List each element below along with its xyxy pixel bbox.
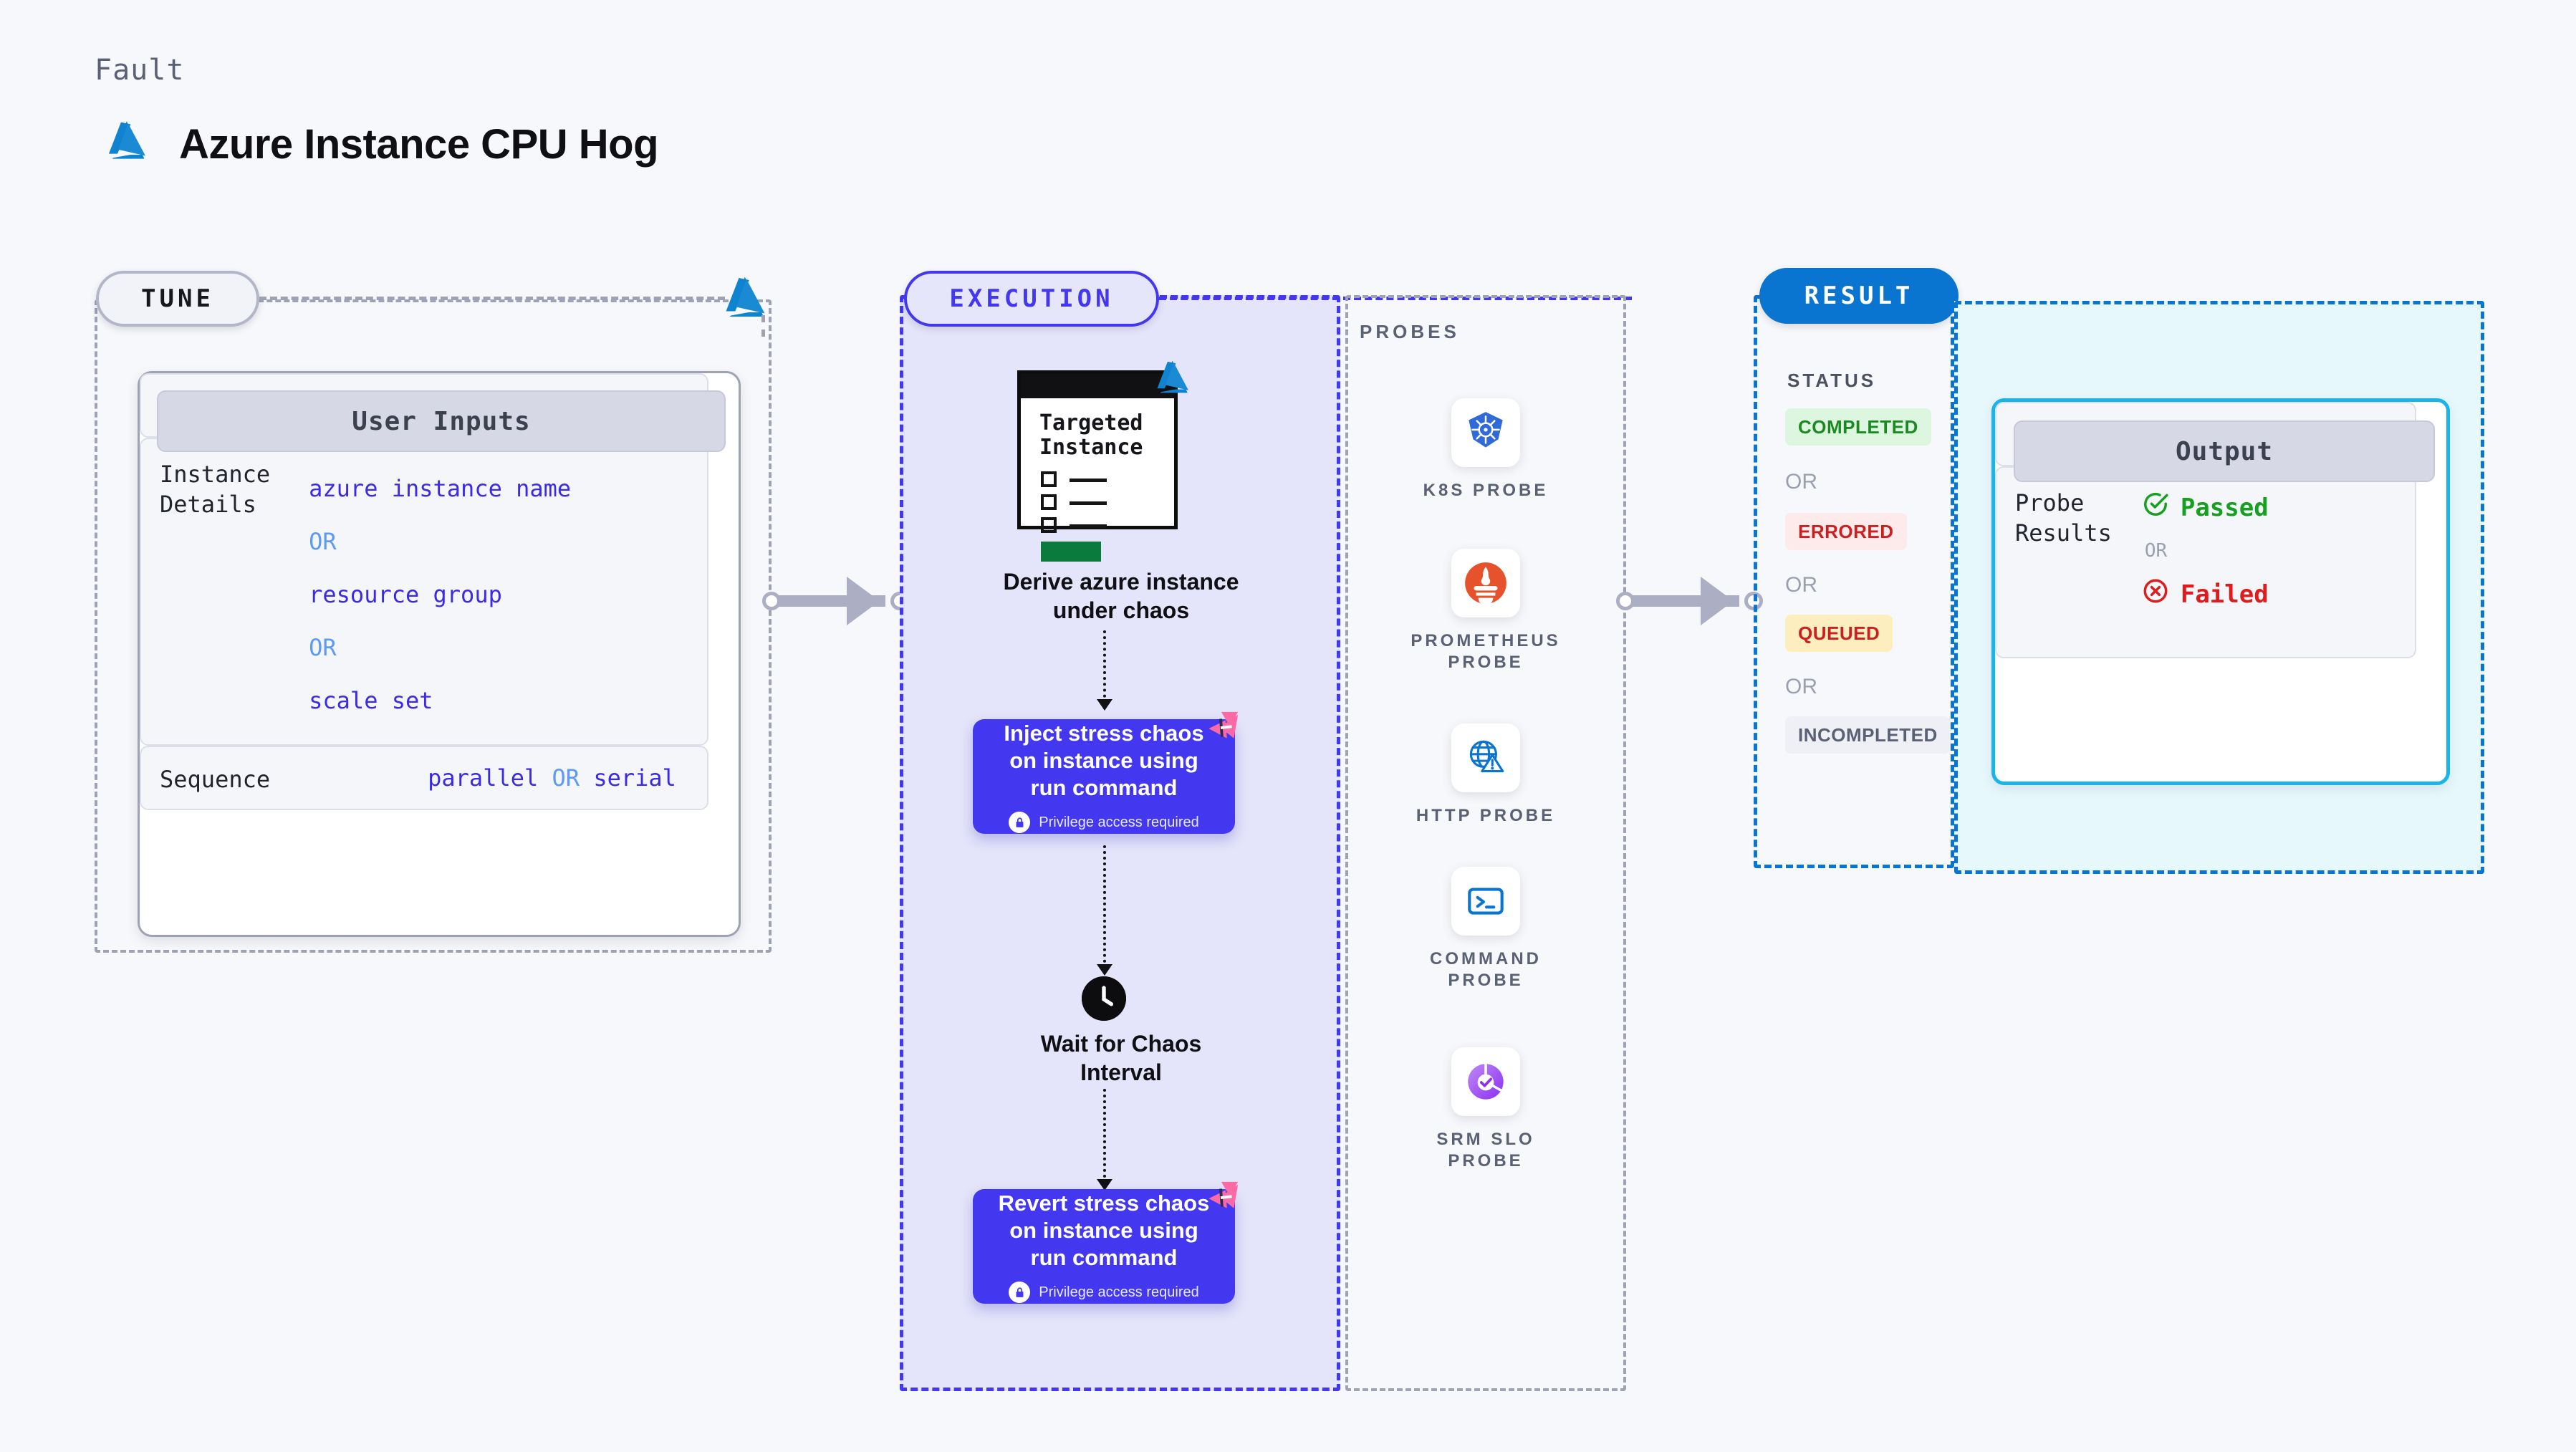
instance-line-2	[1070, 501, 1107, 505]
tune-row-sequence: Sequence parallel OR serial	[140, 746, 708, 810]
probe-prometheus-label: PROMETHEUS PROBE	[1410, 631, 1561, 672]
revert-chaos-privilege-note: Privilege access required	[1009, 1282, 1199, 1303]
connector-dot-probes	[1616, 592, 1635, 610]
execution-pill-label: EXECUTION	[949, 284, 1114, 313]
wait-step-caption: Wait for Chaos Interval	[1040, 1031, 1202, 1085]
execution-pill[interactable]: EXECUTION	[904, 271, 1159, 327]
inject-chaos-privilege-note: Privilege access required	[1009, 812, 1199, 833]
x-circle-icon	[2142, 577, 2169, 611]
probe-result-or: OR	[2144, 540, 2168, 562]
flow-arrow-3	[1097, 1089, 1112, 1191]
tune-row-sequence-key: Sequence	[160, 766, 271, 793]
revert-chaos-privilege-text: Privilege access required	[1039, 1284, 1199, 1300]
connector-arrow-2	[1701, 577, 1734, 625]
instance-line-1	[1070, 479, 1107, 482]
output-card: Output Metrics chaos metrics Probe Resul…	[1991, 398, 2450, 785]
probe-http[interactable]: HTTP PROBE	[1393, 723, 1579, 827]
user-inputs-card-title: User Inputs	[157, 390, 726, 452]
instance-card-titlebar	[1021, 374, 1174, 398]
probe-command-label: COMMAND PROBE	[1430, 949, 1542, 990]
instance-checkbox-3	[1041, 517, 1057, 533]
probe-srm-slo-label: SRM SLO PROBE	[1436, 1130, 1535, 1170]
probes-section-label: PROBES	[1360, 321, 1460, 342]
http-globe-warning-icon	[1451, 723, 1520, 792]
flow-arrow-1	[1097, 630, 1112, 711]
probe-result-failed: Failed	[2142, 577, 2269, 611]
status-badge-incompleted: INCOMPLETED	[1785, 716, 1951, 754]
inject-chaos-step[interactable]: Inject stress chaos on instance using ru…	[973, 719, 1235, 834]
status-badge-queued: QUEUED	[1785, 615, 1893, 652]
output-region	[1954, 301, 2484, 874]
tune-logo-dashed-down	[761, 315, 765, 337]
instance-or-1: OR	[309, 528, 337, 555]
azure-logo-icon	[100, 118, 152, 170]
clock-icon	[1082, 976, 1126, 1021]
lock-icon	[1009, 812, 1031, 833]
status-or-3: OR	[1785, 675, 1817, 698]
page-title-row: Azure Instance CPU Hog	[100, 118, 659, 170]
targeted-instance-card: Targeted Instance	[1017, 370, 1178, 562]
prometheus-icon	[1451, 549, 1520, 617]
status-badge-completed: COMPLETED	[1785, 408, 1931, 446]
probes-region	[1345, 295, 1626, 1391]
tune-row-instance-details-key: Instance Details	[160, 461, 271, 518]
kubernetes-icon	[1451, 398, 1520, 467]
result-pill-label: RESULT	[1804, 282, 1914, 310]
tune-pill[interactable]: TUNE	[96, 271, 259, 327]
status-badge-errored: ERRORED	[1785, 513, 1907, 550]
instance-or-2: OR	[309, 634, 337, 661]
instance-option-2: resource group	[309, 581, 502, 608]
revert-chaos-title: Revert stress chaos on instance using ru…	[998, 1191, 1210, 1270]
output-probe-results-key: Probe Results	[2015, 489, 2112, 547]
output-row-probe-results: Probe Results Passed OR	[1995, 466, 2416, 658]
litmus-chaos-icon	[1198, 1178, 1242, 1226]
status-or-1: OR	[1785, 470, 1817, 494]
user-inputs-card: User Inputs Chaos Details CPU core OR CP…	[138, 371, 741, 937]
probe-result-passed: Passed	[2142, 491, 2269, 524]
derive-step-caption: Derive azure instance under chaos	[1003, 569, 1239, 623]
instance-line-3	[1070, 524, 1107, 528]
instance-checkbox-1	[1041, 471, 1057, 487]
probe-http-label: HTTP PROBE	[1416, 806, 1556, 825]
status-or-2: OR	[1785, 573, 1817, 597]
instance-card-azure-logo-icon	[1150, 358, 1194, 403]
probe-srm-slo[interactable]: SRM SLO PROBE	[1393, 1047, 1579, 1172]
instance-option-3: scale set	[309, 687, 433, 714]
instance-status-bar	[1041, 542, 1101, 562]
tune-row-instance-details: Instance Details azure instance name OR …	[140, 438, 708, 746]
inject-chaos-privilege-text: Privilege access required	[1039, 814, 1199, 830]
connector-arrow-1	[847, 577, 880, 625]
srm-slo-icon	[1451, 1047, 1520, 1116]
output-card-title: Output	[2014, 420, 2435, 482]
result-pill[interactable]: RESULT	[1759, 268, 1959, 324]
instance-option-1: azure instance name	[309, 475, 572, 502]
page-kicker: Fault	[95, 54, 185, 87]
tune-logo-dashed-link	[259, 297, 725, 300]
instance-checkbox-2	[1041, 494, 1057, 510]
tune-region	[95, 299, 772, 953]
check-circle-icon	[2142, 491, 2169, 524]
revert-chaos-step[interactable]: Revert stress chaos on instance using ru…	[973, 1189, 1235, 1304]
tune-row-sequence-value: parallel OR serial	[428, 764, 676, 792]
probe-k8s-label: K8S PROBE	[1423, 481, 1549, 500]
probe-prometheus[interactable]: PROMETHEUS PROBE	[1393, 549, 1579, 673]
probe-k8s[interactable]: K8S PROBE	[1393, 398, 1579, 501]
terminal-icon	[1451, 867, 1520, 936]
tune-azure-logo-icon	[716, 274, 772, 329]
lock-icon	[1009, 1282, 1031, 1303]
tune-pill-label: TUNE	[141, 284, 214, 313]
flow-arrow-2	[1097, 845, 1112, 976]
status-label: STATUS	[1787, 370, 1877, 391]
inject-chaos-title: Inject stress chaos on instance using ru…	[1004, 721, 1204, 800]
page-title: Azure Instance CPU Hog	[179, 121, 659, 168]
litmus-chaos-icon	[1198, 708, 1242, 756]
instance-card-title: Targeted Instance	[1039, 410, 1143, 460]
execution-dashed-top-link	[1159, 297, 1632, 300]
probe-command[interactable]: COMMAND PROBE	[1393, 867, 1579, 991]
